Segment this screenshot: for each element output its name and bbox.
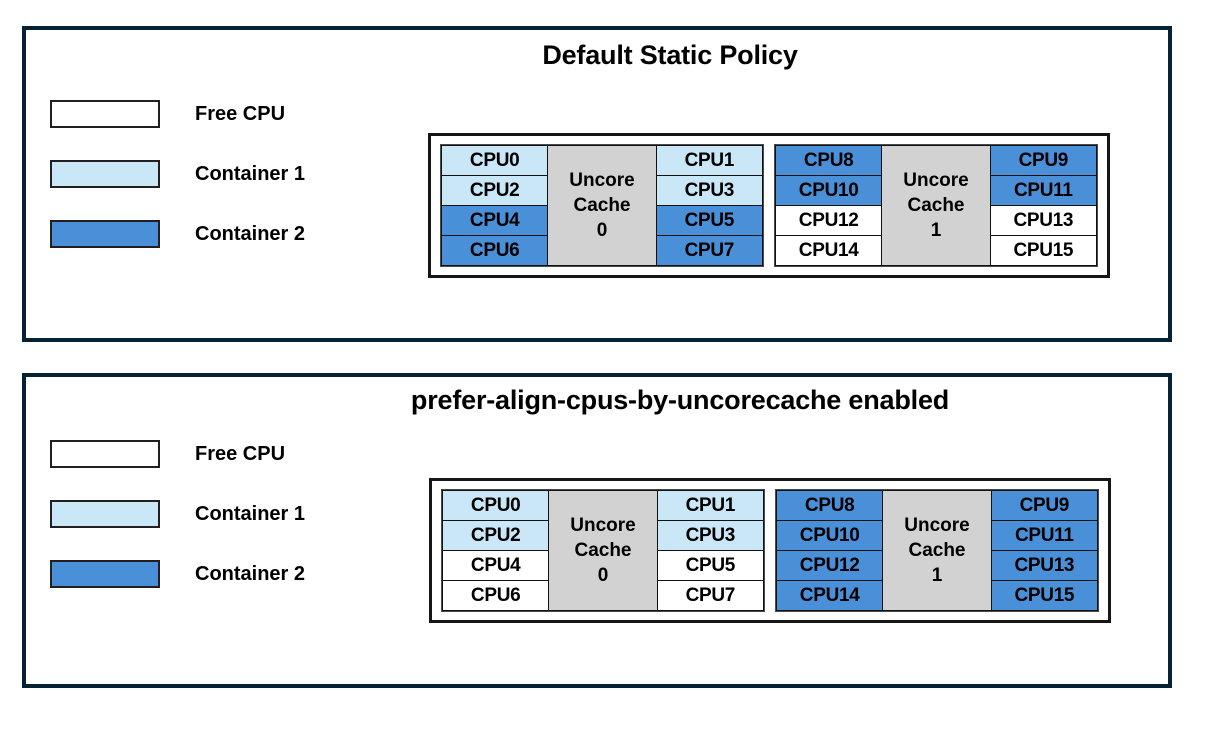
legend-prefer-align-enabled: Free CPU Container 1 Container 2 (50, 424, 380, 604)
legend-item-free-cpu: Free CPU (50, 84, 380, 144)
legend-swatch-container-1 (50, 160, 160, 188)
cpu-cell-cpu3[interactable]: CPU3 (656, 520, 764, 551)
cpu-cell-cpu8[interactable]: CPU8 (776, 490, 884, 521)
cpu-cell-cpu2[interactable]: CPU2 (442, 520, 550, 551)
cpu-cell-cpu4[interactable]: CPU4 (441, 205, 549, 236)
cpu-cell-cpu8[interactable]: CPU8 (775, 145, 883, 176)
cpu-cell-cpu13[interactable]: CPU13 (989, 205, 1097, 236)
cpu-cell-cpu0[interactable]: CPU0 (441, 145, 549, 176)
cpu-cell-cpu10[interactable]: CPU10 (776, 520, 884, 551)
cpu-cell-cpu13[interactable]: CPU13 (990, 550, 1098, 581)
cpu-cell-cpu14[interactable]: CPU14 (776, 580, 884, 611)
cpu-cell-cpu11[interactable]: CPU11 (989, 175, 1097, 206)
uncore-cache-label-line-1: Uncore (904, 514, 970, 536)
cpu-cell-cpu11[interactable]: CPU11 (990, 520, 1098, 551)
legend-swatch-container-2 (50, 560, 160, 588)
legend-item-container-1: Container 1 (50, 144, 380, 204)
uncore-cache-label-line-2: Cache (907, 194, 965, 216)
page-title-default-static-policy: Default Static Policy (542, 40, 798, 70)
cpu-cell-cpu12[interactable]: CPU12 (776, 550, 884, 581)
cpu-cell-cpu7[interactable]: CPU7 (655, 235, 763, 266)
page-title-prefer-align-enabled: prefer-align-cpus-by-uncorecache enabled (410, 385, 950, 415)
legend-swatch-free-cpu (50, 440, 160, 468)
cpu-cell-cpu3[interactable]: CPU3 (655, 175, 763, 206)
cpu-cell-cpu1[interactable]: CPU1 (656, 490, 764, 521)
cpu-cell-cpu4[interactable]: CPU4 (442, 550, 550, 581)
uncore-cache-label-line-3: 1 (931, 565, 943, 587)
cpu-cell-cpu5[interactable]: CPU5 (655, 205, 763, 236)
cpu-cell-cpu10[interactable]: CPU10 (775, 175, 883, 206)
cpu-cell-cpu12[interactable]: CPU12 (775, 205, 883, 236)
cpu-cell-cpu9[interactable]: CPU9 (990, 490, 1098, 521)
cpu-cell-cpu15[interactable]: CPU15 (990, 580, 1098, 611)
legend-label-container-1: Container 1 (195, 162, 306, 185)
legend-label-container-2: Container 2 (195, 222, 306, 245)
legend-default-static-policy: Free CPU Container 1 Container 2 (50, 84, 380, 264)
uncore-cache-label-line-1: Uncore (903, 169, 969, 191)
uncore-cache-label-line-3: 0 (597, 565, 609, 587)
legend-label-container-1: Container 1 (195, 502, 306, 525)
cpu-cell-cpu14[interactable]: CPU14 (775, 235, 883, 266)
cpu-cell-cpu15[interactable]: CPU15 (989, 235, 1097, 266)
legend-item-container-1: Container 1 (50, 484, 380, 544)
cpu-cell-cpu1[interactable]: CPU1 (655, 145, 763, 176)
cpu-cell-cpu5[interactable]: CPU5 (656, 550, 764, 581)
cpu-cell-cpu7[interactable]: CPU7 (656, 580, 764, 611)
legend-swatch-container-1 (50, 500, 160, 528)
legend-item-container-2: Container 2 (50, 204, 380, 264)
cpu-cell-cpu0[interactable]: CPU0 (442, 490, 550, 521)
cpu-cell-cpu6[interactable]: CPU6 (442, 580, 550, 611)
uncore-cache-label-line-3: 0 (596, 220, 608, 242)
uncore-cache-label-line-1: Uncore (570, 514, 636, 536)
legend-label-container-2: Container 2 (195, 562, 306, 585)
uncore-cache-label-line-2: Cache (573, 194, 631, 216)
legend-swatch-container-2 (50, 220, 160, 248)
legend-item-container-2: Container 2 (50, 544, 380, 604)
legend-label-free-cpu: Free CPU (195, 102, 286, 125)
uncore-cache-label-line-2: Cache (908, 539, 966, 561)
cpu-cell-cpu6[interactable]: CPU6 (441, 235, 549, 266)
legend-swatch-free-cpu (50, 100, 160, 128)
uncore-cache-label-line-1: Uncore (569, 169, 635, 191)
uncore-cache-label-line-2: Cache (574, 539, 632, 561)
legend-label-free-cpu: Free CPU (195, 442, 286, 465)
cpu-cell-cpu9[interactable]: CPU9 (989, 145, 1097, 176)
cpu-cell-cpu2[interactable]: CPU2 (441, 175, 549, 206)
legend-item-free-cpu: Free CPU (50, 424, 380, 484)
uncore-cache-label-line-3: 1 (930, 220, 942, 242)
